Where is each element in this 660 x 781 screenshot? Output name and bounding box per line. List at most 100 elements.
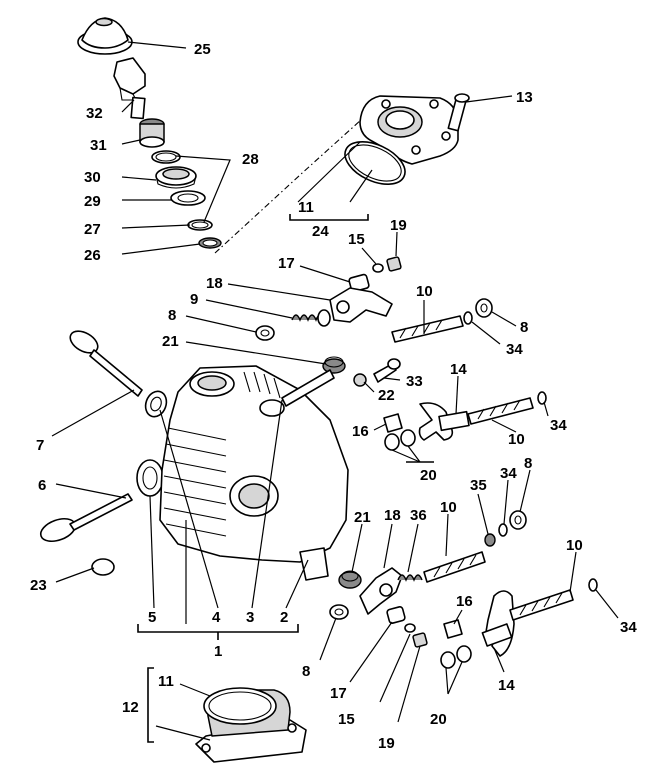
retainer-22 [353,373,367,387]
circlip-34-mid [537,391,547,405]
housing-30 [155,166,197,189]
circlip-34-bottom [588,578,598,592]
bolt-33 [373,358,401,383]
plug-23 [91,558,115,576]
callout-18-upper: 18 [206,275,223,292]
bracket-1 [137,624,299,640]
valve-6 [39,493,133,543]
callout-17-lower: 17 [330,685,347,702]
rocker-arm-18-lower [359,567,403,615]
cylinder-head-1 [159,365,349,581]
callout-34-lower: 34 [500,465,517,482]
ring-15-lower [404,623,416,633]
sensor-cap-25 [77,17,133,55]
callout-11-bottom: 11 [158,673,174,690]
washer-29 [170,190,206,206]
adjuster-17-lower [386,606,406,624]
callout-14-upper: 14 [450,361,467,378]
callout-5: 5 [148,609,156,626]
shaft-10-bottom [509,589,574,621]
callout-20-upper: 20 [420,467,437,484]
circlip-34-lower [498,523,508,537]
cap-19-upper [386,256,402,272]
callout-13: 13 [516,89,533,106]
cap-19-lower [412,632,428,648]
callout-35: 35 [470,477,487,494]
rocker-arm-18-upper [329,287,393,323]
callout-3: 3 [246,609,254,626]
shims-20-upper [384,429,416,451]
callout-20-lower: 20 [430,711,447,728]
callout-6: 6 [38,477,46,494]
spring-21-upper [322,356,346,374]
bolt-13 [447,93,470,132]
callout-4: 4 [212,609,221,626]
circlip-34-upper [463,311,473,325]
intake-manifold-12 [195,687,307,763]
callout-31: 31 [90,137,107,154]
callout-19-upper: 19 [390,217,407,234]
callout-28: 28 [242,151,259,168]
callout-26: 26 [84,247,101,264]
callout-15-lower: 15 [338,711,355,728]
callout-8-lower-right: 8 [524,455,532,472]
washer-8-lower-right [509,510,527,530]
washer-8-upper-right [475,298,493,318]
callout-23: 23 [30,577,47,594]
callout-8-lower-left: 8 [302,663,310,680]
rocker-arm-14-upper [418,402,470,441]
callout-10-mid: 10 [508,431,525,448]
callout-36: 36 [410,507,427,524]
rocker-arm-14-lower [481,590,515,657]
callout-10-lower: 10 [440,499,457,516]
spring-9 [291,309,331,327]
callout-22: 22 [378,387,395,404]
seal-5-lower [136,459,164,497]
callout-21-lower: 21 [354,509,371,526]
callout-25: 25 [194,41,211,58]
callout-11-top: 11 [298,199,314,216]
valve-7 [69,330,143,397]
shaft-10-lower [423,551,486,583]
callout-15-upper: 15 [348,231,365,248]
callout-2: 2 [280,609,288,626]
callout-10-upper: 10 [416,283,433,300]
callout-1: 1 [214,643,222,660]
callout-12: 12 [122,699,139,716]
callout-34-bottom: 34 [620,619,637,636]
callout-21-upper: 21 [162,333,179,350]
ring-35 [484,533,496,547]
seal-5-upper [144,390,168,418]
callout-32: 32 [86,105,103,122]
spring-21-lower [338,570,362,589]
sensor-body-32 [113,57,146,120]
callout-34-upper: 34 [506,341,523,358]
callout-24: 24 [312,223,329,240]
callout-9: 9 [190,291,198,308]
o-ring-27 [187,219,213,231]
bracket-24 [289,214,369,221]
bracket-12 [147,667,154,743]
callout-14-lower: 14 [498,677,515,694]
ring-26 [198,237,222,249]
washer-8-lower-left [329,604,349,620]
callout-33: 33 [406,373,423,390]
leader-lines [51,41,619,741]
o-ring-11-top [344,141,406,185]
shaft-10-mid [467,397,534,425]
callout-8-upper-left: 8 [168,307,176,324]
callout-7: 7 [36,437,44,454]
shims-20-lower [440,645,472,669]
cap-16-upper [383,413,403,433]
callout-34-mid: 34 [550,417,567,434]
spring-36 [397,574,423,582]
ring-15-upper [372,263,384,273]
callout-16-lower: 16 [456,593,473,610]
callout-8-upper-right: 8 [520,319,528,336]
sleeve-31 [139,118,165,148]
callout-10-bottom: 10 [566,537,583,554]
washer-8-upper-left [255,325,275,341]
cap-16-lower [443,619,463,639]
callout-17-upper: 17 [278,255,295,272]
